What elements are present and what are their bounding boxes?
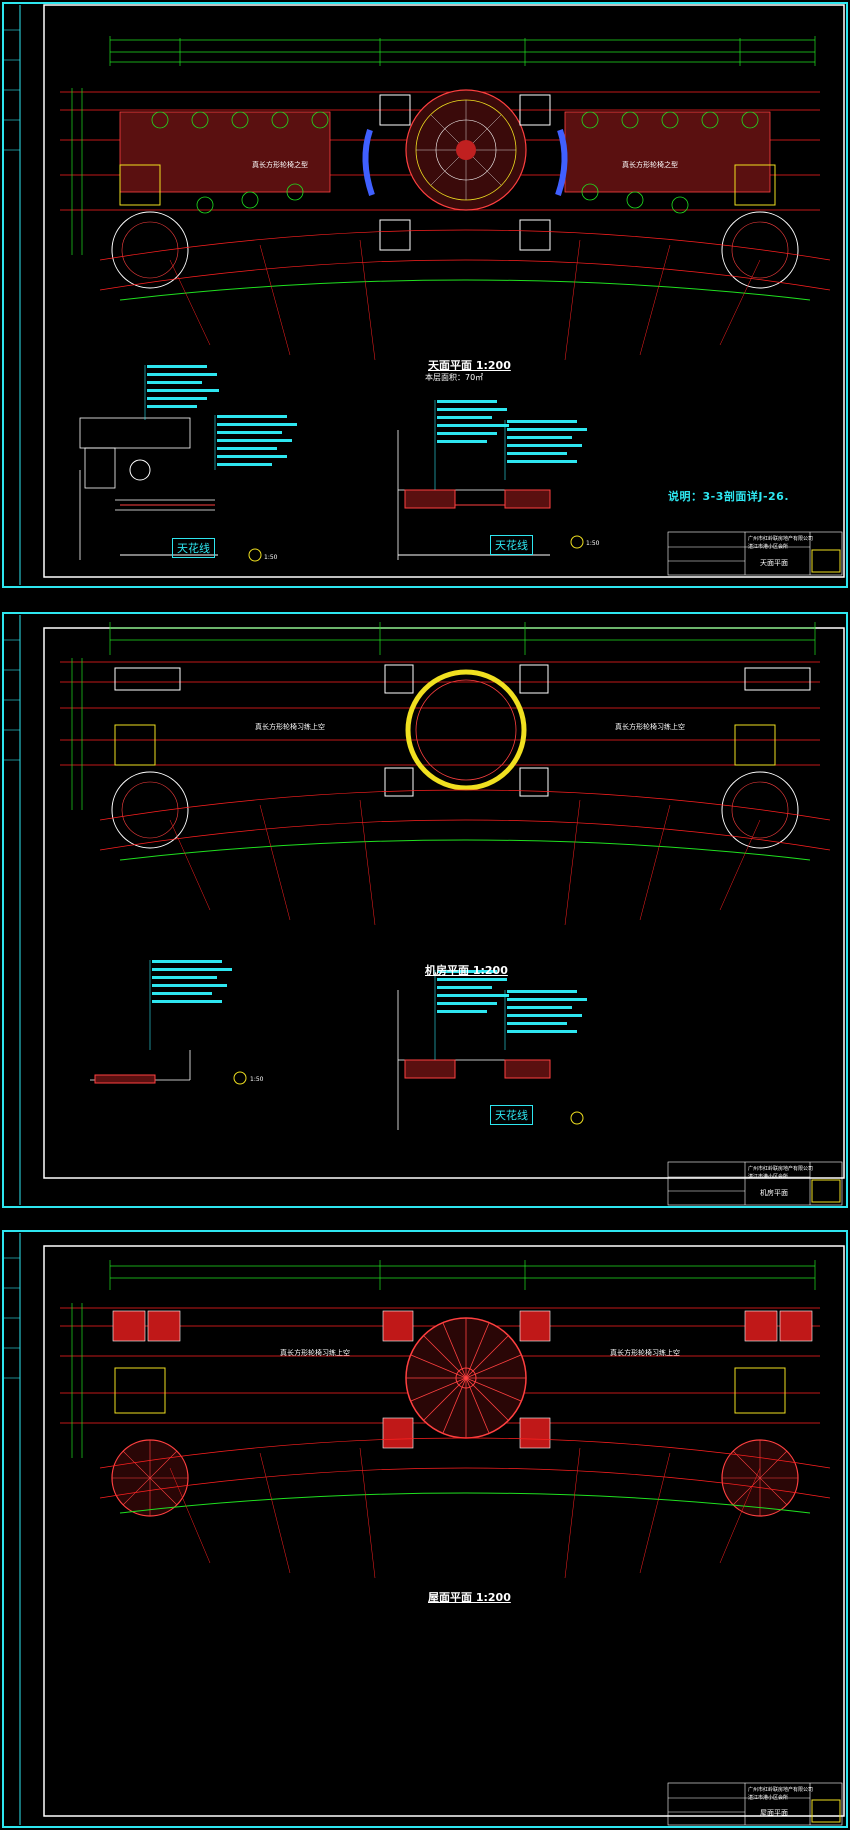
sheet-1-drawing [2,2,848,588]
drawing-sheet-2: 机房平面 1:200 真长方形轮椅习练上空 真长方形轮椅习练上空 天花线 1:5… [0,610,850,1210]
room-label-left: 真长方形轮椅习练上空 [280,1349,350,1357]
ceiling-line-tag-2: 天花线 [490,535,533,555]
titleblock-company: 广州市红岭联房地产有限公司 [748,1166,814,1172]
titleblock-project: 湛江市港小区会所 [748,1174,789,1180]
area-label: 本层面积：70㎡ [425,373,484,382]
room-label-right: 真长方形轮椅之型 [622,161,678,169]
plan-title: 机房平面 1:200 [425,964,508,977]
drawing-sheet-1: 天面平面 1:200 本层面积：70㎡ 真长方形轮椅之型 真长方形轮椅之型 说明… [0,0,850,590]
drawing-note: 说明：3-3剖面详J-26. [668,490,790,503]
plan-title: 天面平面 1:200 [428,359,511,372]
sheet-3-drawing [2,1230,848,1828]
plan-title: 屋面平面 1:200 [428,1591,511,1604]
drawing-sheet-3: 屋面平面 1:200 真长方形轮椅习练上空 真长方形轮椅习练上空 广州市红岭联房… [0,1228,850,1830]
sheet-2-drawing [2,612,848,1208]
room-label-right: 真长方形轮椅习练上空 [610,1349,680,1357]
detail-2-scale: 1:50 [586,540,600,547]
titleblock-drawing-name: 机房平面 [760,1189,788,1197]
room-label-right: 真长方形轮椅习练上空 [615,723,685,731]
ceiling-line-tag-1: 天花线 [172,538,215,558]
ceiling-line-tag-2: 天花线 [490,1105,533,1125]
detail-1-scale: 1:50 [250,1076,264,1083]
detail-1-scale: 1:50 [264,554,278,561]
room-label-left: 真长方形轮椅习练上空 [255,723,325,731]
titleblock-company: 广州市红岭联房地产有限公司 [748,536,814,542]
titleblock-drawing-name: 天面平面 [760,559,788,567]
titleblock-project: 湛江市港小区会所 [748,1795,789,1801]
titleblock-company: 广州市红岭联房地产有限公司 [748,1787,814,1793]
room-label-left: 真长方形轮椅之型 [252,161,308,169]
titleblock-drawing-name: 屋面平面 [760,1809,788,1817]
titleblock-project: 湛江市港小区会所 [748,544,789,550]
